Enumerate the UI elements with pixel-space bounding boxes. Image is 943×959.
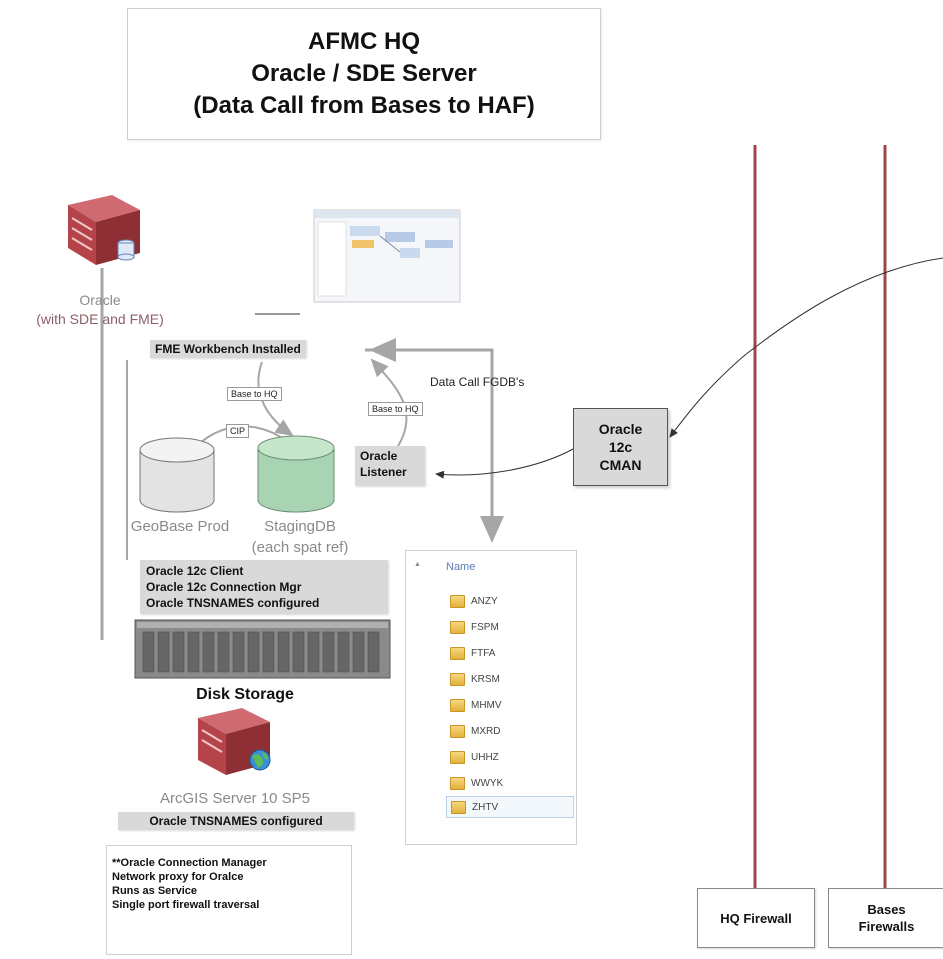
folder-item[interactable]: FSPM [450,621,499,634]
data-call-label: Data Call FGDB's [430,375,525,389]
listener-to-workbench-arrow [370,358,408,447]
scroll-up-icon[interactable]: ▲ [414,561,421,568]
base-to-hq-label-left: Base to HQ [227,387,282,401]
database-icon [117,239,135,261]
title-box: AFMC HQ Oracle / SDE Server (Data Call f… [127,8,601,140]
geobase-db-icon [139,437,215,513]
cman-line-1: Oracle [598,421,643,437]
folder-name: ANZY [471,596,498,607]
oracle-cman-box: Oracle 12c CMAN [573,408,668,486]
name-column-header[interactable]: Name [446,561,476,573]
folder-item[interactable]: FTFA [450,647,495,660]
folder-name: UHHZ [471,752,499,763]
folder-item[interactable]: MXRD [450,725,500,738]
folder-item[interactable]: UHHZ [450,751,499,764]
client-line-3: Oracle TNSNAMES configured [146,596,320,610]
folder-icon [450,595,465,608]
incoming-bases-arrow [669,257,943,438]
client-line-1: Oracle 12c Client [146,564,244,578]
fme-workbench-label: FME Workbench Installed [150,340,306,358]
note-line-1: **Oracle Connection Manager [112,857,267,869]
cman-to-listener-arrow [435,447,576,479]
title-line-3: (Data Call from Bases to HAF) [193,92,535,119]
oracle-sublabel: (with SDE and FME) [36,311,164,327]
folder-item[interactable]: KRSM [450,673,500,686]
title-line-2: Oracle / SDE Server [251,60,477,87]
folder-name: KRSM [471,674,500,685]
staging-db-icon [257,435,335,513]
folder-name: FSPM [471,622,499,633]
server-icon [68,195,140,265]
folder-item[interactable]: WWYK [450,777,503,790]
folder-icon [450,647,465,660]
folder-icon [450,751,465,764]
arcgis-tnsnames-label: Oracle TNSNAMES configured [118,812,354,830]
folder-icon [451,800,466,814]
listener-line-1: Oracle [360,449,398,463]
bases-firewall-line-2: Firewalls [858,919,915,934]
disk-storage-label: Disk Storage [196,686,294,703]
oracle-client-box: Oracle 12c Client Oracle 12c Connection … [140,560,388,614]
folder-icon [450,777,465,790]
note-line-4: Single port firewall traversal [112,899,260,911]
hq-firewall-box: HQ Firewall [697,888,815,948]
globe-icon [249,749,271,771]
folder-icon [450,725,465,738]
workbench-to-staging-arrow [257,361,294,437]
folder-name: MXRD [471,726,501,737]
folder-item[interactable]: MHMV [450,699,502,712]
cman-line-3: CMAN [599,457,642,473]
staging-label: StagingDB [264,518,336,535]
notes-box: **Oracle Connection Manager Network prox… [106,845,352,955]
folder-name: WWYK [471,778,504,789]
bases-firewall-line-1: Bases [867,902,906,917]
oracle-label: Oracle [79,292,121,308]
arcgis-server-icon [198,708,270,775]
client-line-2: Oracle 12c Connection Mgr [146,580,302,594]
cman-line-2: 12c [608,439,633,455]
folder-icon [450,673,465,686]
staging-note: (each spat ref) [251,539,349,556]
hq-firewall-label: HQ Firewall [720,910,792,926]
note-line-3: Runs as Service [112,885,197,897]
folder-name: FTFA [471,648,496,659]
arcgis-label: ArcGIS Server 10 SP5 [159,790,311,807]
geobase-label: GeoBase Prod [130,518,230,535]
folder-name: MHMV [471,700,502,711]
folder-icon [450,621,465,634]
folder-item-selected[interactable]: ZHTV [446,796,574,818]
title-line-1: AFMC HQ [308,28,420,55]
disk-array-icon [134,619,391,679]
screenshot-thumbnail [313,209,461,303]
note-line-2: Network proxy for Oralce [112,871,244,883]
cip-label: CIP [226,424,250,438]
base-to-hq-label-right: Base to HQ [368,402,423,416]
folder-name: ZHTV [472,801,499,813]
listener-line-2: Listener [360,465,407,479]
bases-firewall-box: Bases Firewalls [828,888,943,948]
folder-item[interactable]: ANZY [450,595,498,608]
oracle-listener-box: Oracle Listener [355,446,425,486]
folder-icon [450,699,465,712]
folder-explorer: ▲ Name ANZY FSPM FTFA KRSM MHMV MXRD UHH… [405,550,577,845]
